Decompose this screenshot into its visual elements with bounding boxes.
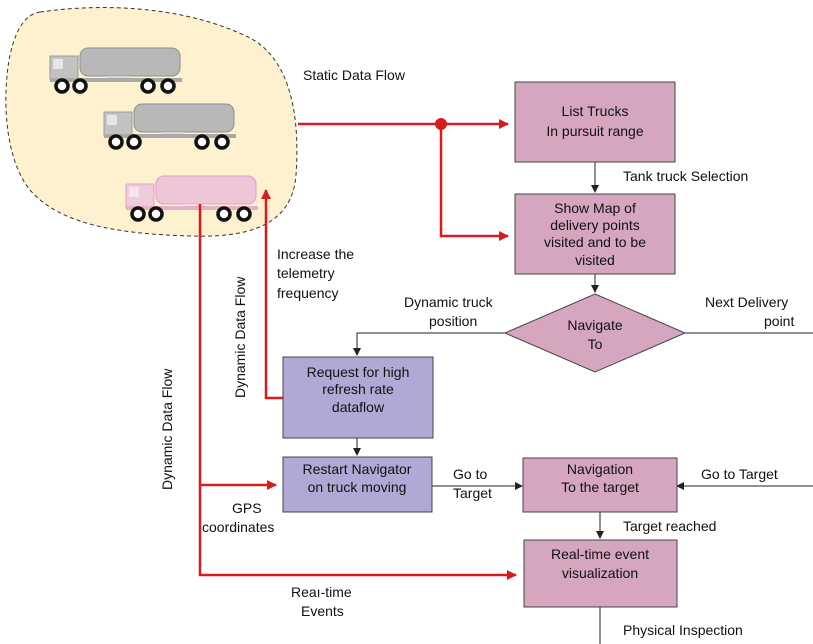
- dynamic-truck-label: position: [429, 313, 477, 329]
- static-flow-label: Static Data Flow: [303, 67, 406, 83]
- telemetry-flow-line: [261, 189, 283, 400]
- box-text: visited and to be: [544, 234, 646, 250]
- gps-label: GPS: [232, 500, 262, 516]
- box-text: To the target: [561, 479, 639, 495]
- go-to-label: Target: [453, 485, 492, 501]
- box-text: refresh rate: [322, 381, 394, 397]
- box-text: To: [588, 336, 603, 352]
- dynamic-flow-label: Dynamic Data Flow: [159, 368, 175, 490]
- realtime-events-label: Events: [301, 603, 344, 619]
- realtime-events-label: Reaı-time: [291, 584, 352, 600]
- next-delivery-label: Next Delivery: [705, 294, 788, 310]
- telemetry-label: frequency: [277, 285, 338, 301]
- next-delivery-label: point: [764, 313, 794, 329]
- box-text: Navigate: [567, 317, 622, 333]
- box-text: delivery points: [550, 217, 640, 233]
- box-text: visualization: [562, 565, 638, 581]
- show-map-box: [514, 193, 676, 275]
- dynamic-truck-label: Dynamic truck: [404, 294, 494, 310]
- static-flow-branch: [439, 124, 509, 241]
- restart-navigator-box: [282, 456, 433, 513]
- request-high-refresh-box: [282, 356, 434, 439]
- target-reached-label: Target reached: [623, 518, 716, 534]
- box-text: visited: [575, 252, 615, 268]
- box-text: Navigation: [567, 461, 633, 477]
- connector: [353, 332, 505, 356]
- physical-inspection-label: Physical Inspection: [623, 622, 743, 638]
- box-text: Restart Navigator: [303, 461, 412, 477]
- list-trucks-box: [514, 81, 676, 163]
- box-text: List Trucks: [562, 103, 629, 119]
- telemetry-label: Increase the: [277, 246, 354, 262]
- go-to-target-label: Go to Target: [701, 466, 778, 482]
- box-text: In pursuit range: [546, 123, 643, 139]
- realtime-visualization-box: [523, 539, 678, 608]
- gps-label: coordinates: [202, 519, 274, 535]
- navigate-to-decision: [503, 293, 687, 373]
- dynamic-flow-label: Dynamic Data Flow: [232, 276, 248, 398]
- box-text: on truck moving: [308, 479, 407, 495]
- go-to-label: Go to: [453, 466, 487, 482]
- box-text: Real-time event: [551, 546, 649, 562]
- box-text: Show Map of: [554, 200, 636, 216]
- box-text: dataflow: [332, 399, 385, 415]
- box-text: Request for high: [307, 364, 410, 380]
- navigation-target-box: [522, 457, 678, 513]
- dynamic-flow-line: [198, 204, 517, 580]
- tank-selection-label: Tank truck Selection: [623, 168, 748, 184]
- telemetry-label: telemetry: [277, 265, 335, 281]
